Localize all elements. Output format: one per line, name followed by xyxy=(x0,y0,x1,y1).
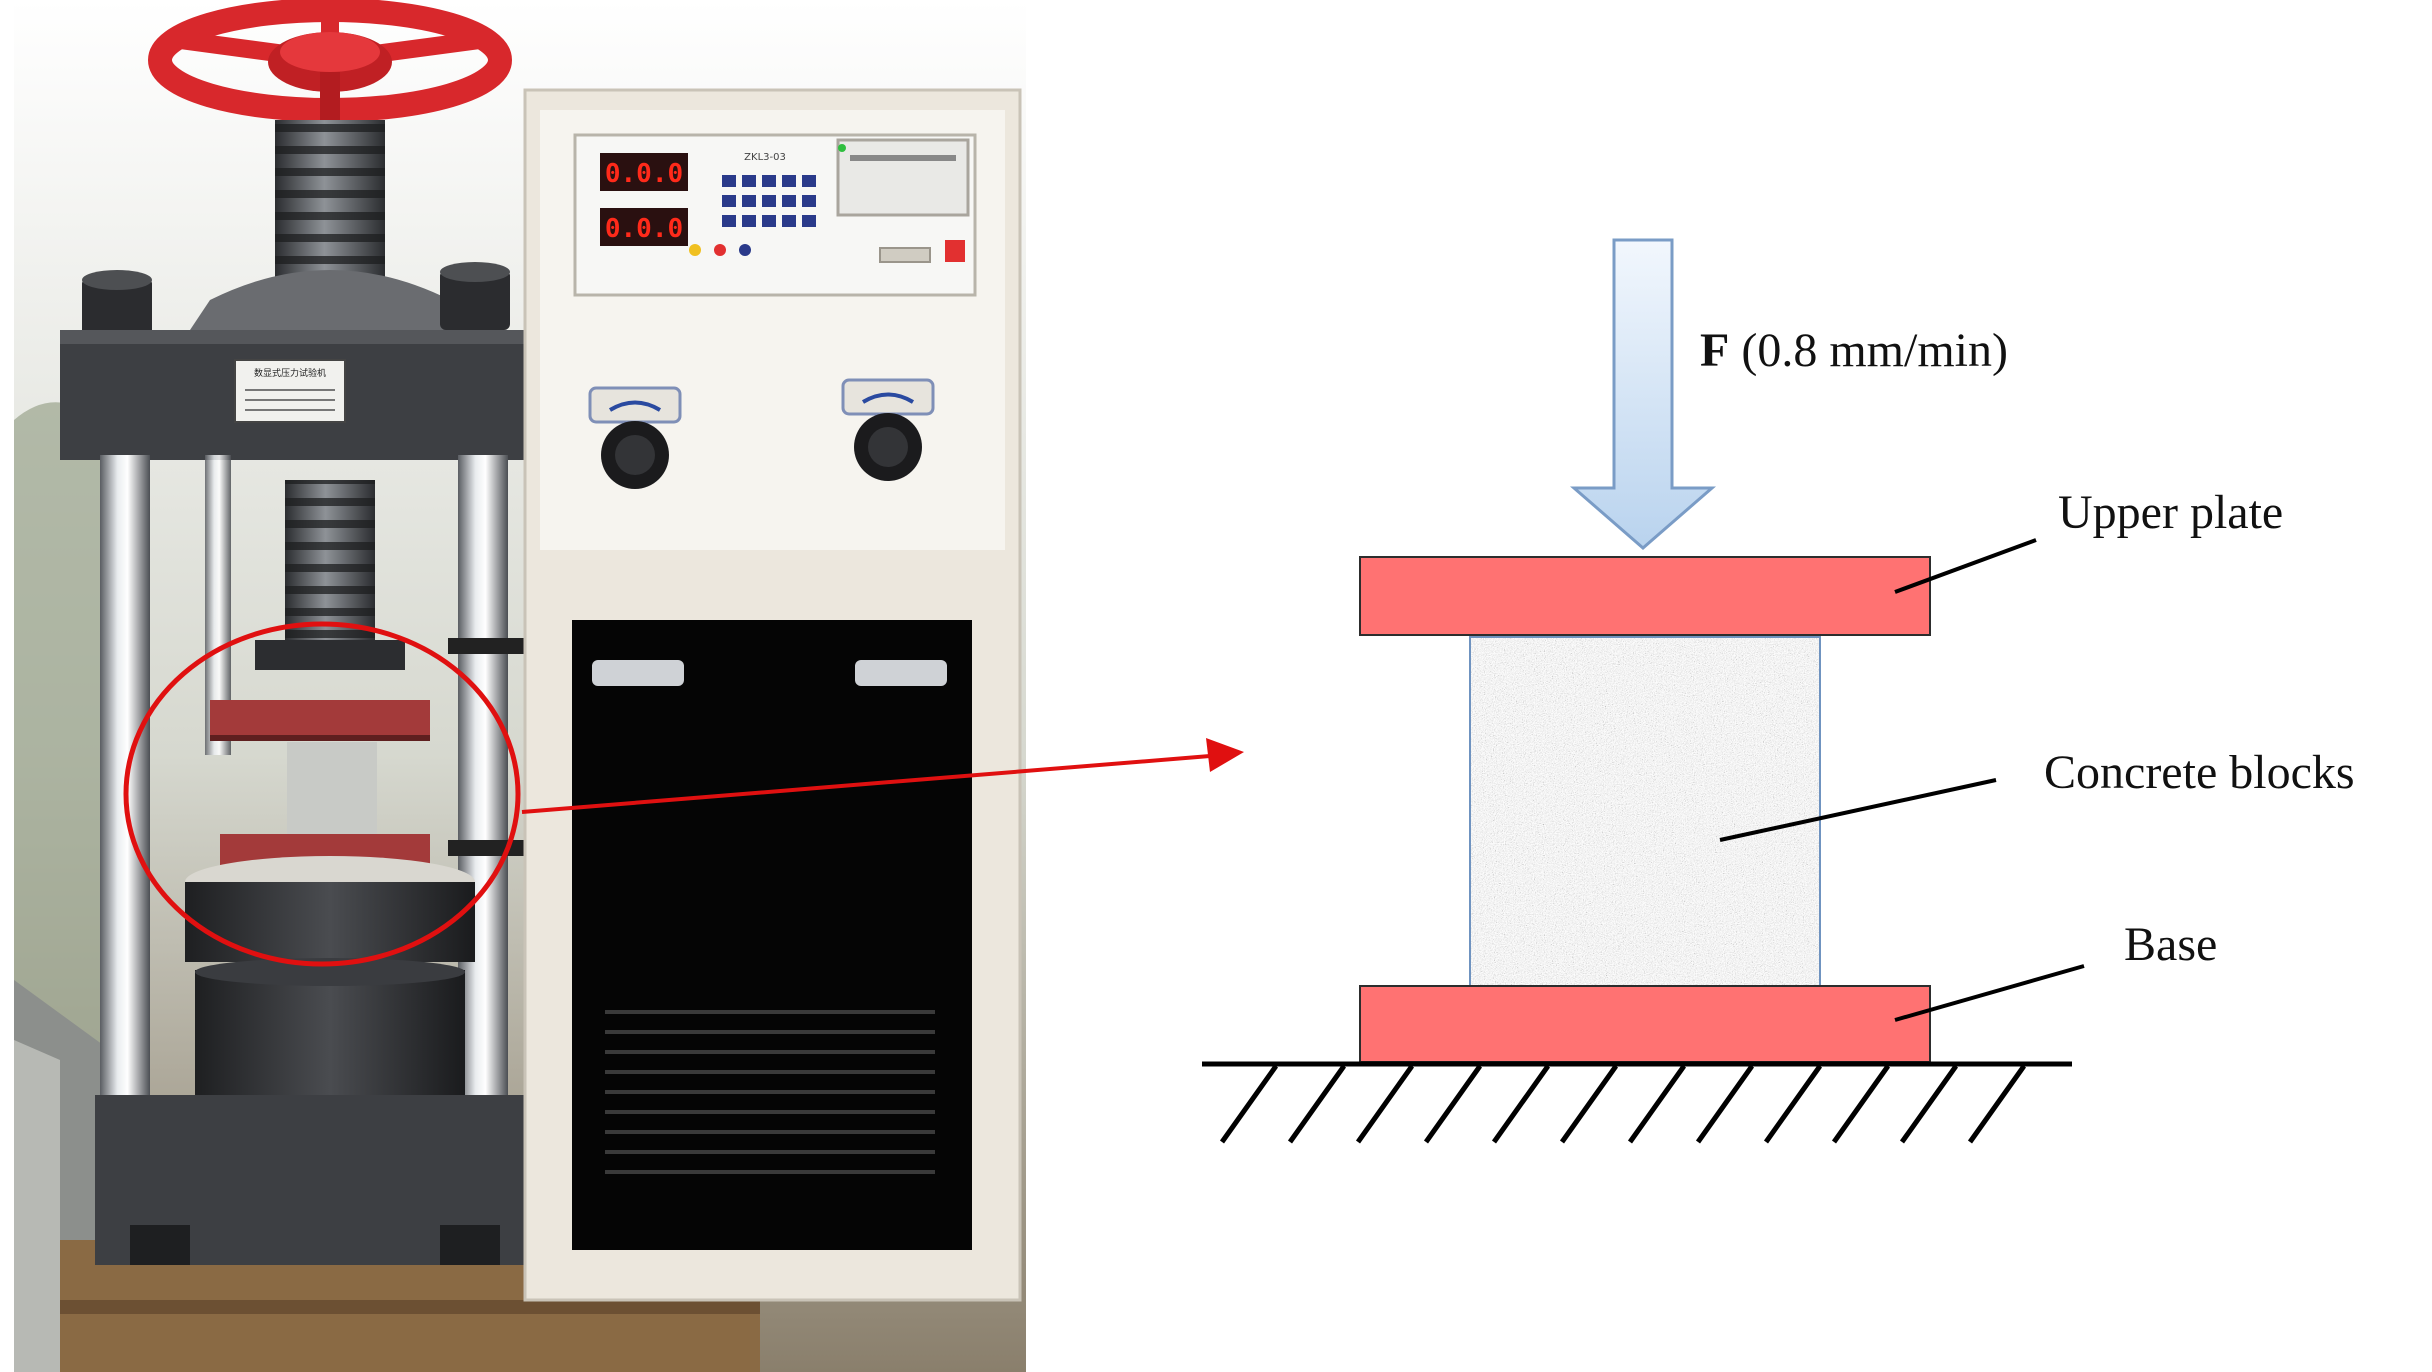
control-knob-icon xyxy=(588,386,682,489)
label-base: Base xyxy=(2124,918,2217,971)
load-arrow-icon xyxy=(1569,238,1717,550)
handwheel-icon xyxy=(148,0,512,122)
power-led xyxy=(838,144,846,152)
background-grating xyxy=(14,1040,60,1372)
photo-upper-platen xyxy=(210,700,430,740)
thermal-printer xyxy=(836,138,970,217)
leader-upper-plate xyxy=(1894,538,2037,594)
door-latch-right xyxy=(855,660,947,686)
display-top-value: 0.0.0 xyxy=(605,159,683,189)
base-plate xyxy=(1359,985,1931,1063)
highlight-ellipse xyxy=(123,621,521,967)
label-upper-plate: Upper plate xyxy=(2058,486,2283,539)
column-nut-right xyxy=(440,270,510,330)
force-label: F (0.8 mm/min) xyxy=(1700,324,2008,377)
testing-machine-photo: 数显式压力试验机 0. xyxy=(14,0,1026,1372)
pallet-slat xyxy=(60,1300,760,1314)
hinge-lower xyxy=(448,840,526,856)
upper-plate xyxy=(1359,556,1931,636)
cabinet-door xyxy=(572,620,972,1250)
force-symbol: F xyxy=(1700,324,1729,377)
callout-arrow xyxy=(521,738,1244,814)
crosshead-dome xyxy=(190,270,470,330)
concrete-block xyxy=(1470,637,1820,987)
door-latch-left xyxy=(592,660,684,686)
piston xyxy=(185,882,475,962)
leader-base xyxy=(1894,964,2085,1022)
display-top-window xyxy=(600,153,688,191)
panel-model: ZKL3-03 xyxy=(744,152,786,163)
label-concrete-blocks: Concrete blocks xyxy=(2044,746,2355,799)
ventilation-grille xyxy=(605,1010,935,1174)
nameplate-title: 数显式压力试验机 xyxy=(254,367,326,379)
ground-hatch xyxy=(1202,1061,2072,1144)
column-nut-left xyxy=(82,278,152,338)
force-rate: (0.8 mm/min) xyxy=(1729,324,2008,377)
display-bottom-value: 0.0.0 xyxy=(605,214,683,244)
compression-schematic: F (0.8 mm/min) Upper xyxy=(1202,238,2355,1144)
column-right xyxy=(458,455,508,1125)
photo-concrete-specimen xyxy=(287,742,377,834)
display-bottom-window xyxy=(600,208,688,246)
emergency-stop-icon xyxy=(945,240,965,262)
keypad-icon xyxy=(689,175,816,256)
hydraulic-cylinder xyxy=(195,970,465,1100)
hinge-upper xyxy=(448,638,526,654)
leader-concrete-blocks xyxy=(1719,778,1997,842)
platen-holder xyxy=(255,640,405,670)
control-knob-icon xyxy=(841,378,935,481)
